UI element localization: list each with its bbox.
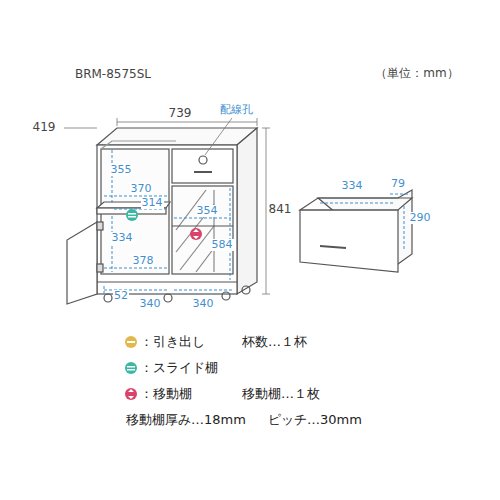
note-label: ピッチ…30mm [268, 413, 362, 427]
dimension-label: 334 [341, 180, 364, 192]
dimension-label: 340 [192, 298, 215, 310]
dimension-label: 584 [211, 239, 234, 251]
dimension-label: 79 [390, 178, 406, 190]
dimension-label: 354 [196, 205, 219, 217]
legend-text: ：引き出し [140, 335, 205, 349]
dimension-label: 334 [111, 232, 134, 244]
dimension-label: 340 [139, 298, 162, 310]
note-label: 419 [33, 121, 56, 134]
note-label: 739 [169, 107, 192, 120]
dimension-label: 290 [409, 212, 432, 224]
legend-text: ：移動棚 [140, 387, 192, 401]
note-label: 移動棚…１枚 [242, 387, 320, 401]
dimension-label: 370 [130, 183, 153, 195]
dimension-label: 52 [113, 290, 129, 302]
dimension-label: 378 [132, 255, 155, 267]
note-label: 移動棚厚み…18mm [126, 413, 246, 427]
legend-text: ：スライド棚 [140, 361, 218, 375]
note-label: BRM-8575SL [75, 68, 151, 81]
dimension-label: 314 [141, 197, 164, 209]
note-label: （単位：mm） [375, 67, 458, 80]
note-label: 杯数…１杯 [242, 335, 307, 349]
dimension-label: 配線孔 [219, 104, 254, 116]
dimension-label: 355 [110, 164, 133, 176]
note-label: 841 [269, 203, 292, 216]
